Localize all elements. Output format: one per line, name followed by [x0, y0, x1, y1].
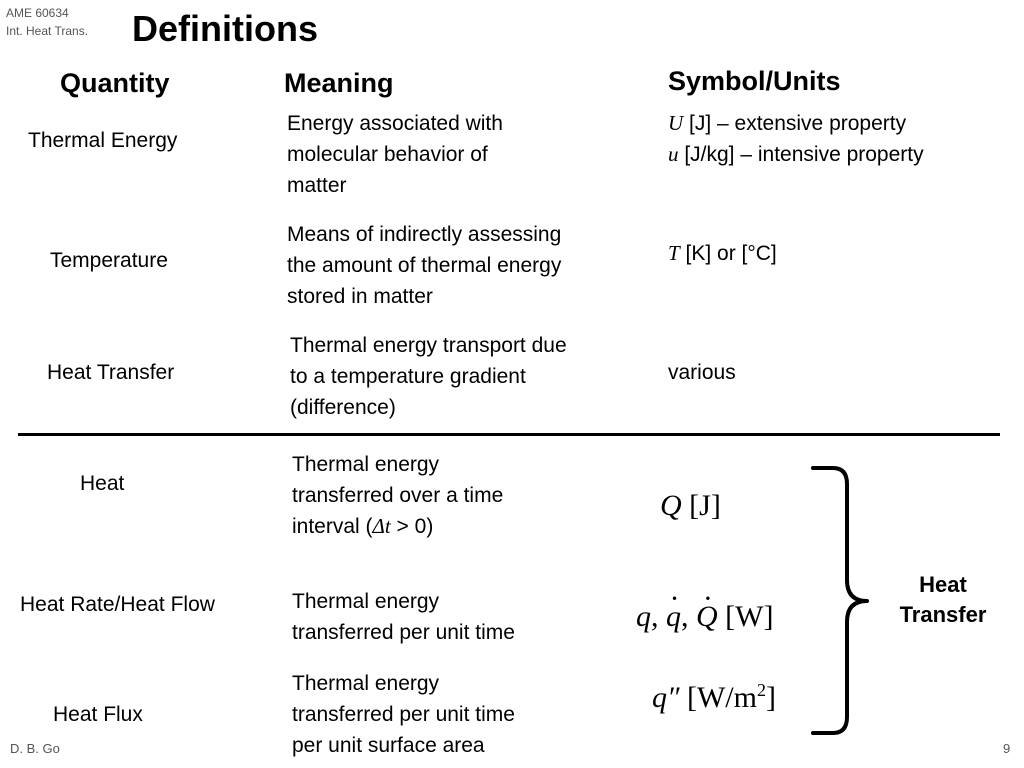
symbol-separator: , [651, 600, 659, 633]
right-brace [811, 466, 869, 735]
quantity-heat-transfer: Heat Transfer [47, 361, 175, 384]
symbol-heat: Q [J] [660, 489, 721, 523]
column-header-quantity: Quantity [60, 68, 170, 98]
symbol-heat-transfer: various [668, 361, 736, 384]
symbol-separator: , [681, 600, 689, 633]
symbol-units: [K] or [°C] [679, 242, 777, 265]
meaning-line: Thermal energy [292, 453, 440, 476]
symbol-var: U [668, 111, 684, 135]
symbol-var: q″ [652, 681, 680, 714]
section-divider [18, 433, 1000, 436]
meaning-line: transferred per unit time [292, 703, 515, 726]
meaning-heat-rate: Thermal energy transferred per unit time [292, 586, 515, 648]
symbol-line: u [J/kg] – intensive property [668, 139, 924, 170]
meaning-line: transferred per unit time [292, 621, 515, 644]
meaning-temperature: Means of indirectly assessing the amount… [287, 219, 561, 312]
meaning-line: interval (Δt > 0) [292, 511, 503, 542]
meaning-line: matter [287, 174, 347, 197]
quantity-temperature: Temperature [50, 249, 168, 272]
symbol-var-dot: q [666, 600, 681, 634]
page-number: 9 [1003, 741, 1011, 756]
symbol-heat-rate: q, q, Q [W] [636, 600, 773, 634]
quantity-heat: Heat [80, 472, 125, 495]
meaning-line: stored in matter [287, 285, 433, 308]
meaning-line: (difference) [290, 396, 396, 419]
symbol-temperature: T [K] or [°C] [668, 238, 777, 269]
symbol-var: Q [660, 489, 682, 522]
brace-label-line: Transfer [899, 602, 987, 627]
symbol-units: [J] [689, 489, 721, 522]
course-name: Int. Heat Trans. [6, 24, 89, 38]
symbol-var: u [668, 142, 679, 166]
meaning-line: molecular behavior of [287, 143, 488, 166]
symbol-var: T [668, 241, 680, 265]
symbol-units: [W] [725, 600, 774, 633]
meaning-line: per unit surface area [292, 734, 485, 757]
column-header-meaning: Meaning [284, 68, 394, 98]
unit-exponent: 2 [756, 680, 766, 700]
unit-base: [W/m [687, 681, 757, 714]
meaning-line: Thermal energy [292, 590, 440, 613]
meaning-line: Thermal energy transport due [290, 334, 567, 357]
symbol-thermal-energy: U [J] – extensive property u [J/kg] – in… [668, 108, 924, 170]
meaning-line: Thermal energy [292, 672, 440, 695]
meaning-text: interval ( [292, 515, 373, 538]
delta-t-symbol: Δt [372, 514, 391, 538]
meaning-line: Means of indirectly assessing [287, 223, 562, 246]
symbol-var-dot: Q [696, 600, 718, 634]
meaning-heat-flux: Thermal energy transferred per unit time… [292, 668, 515, 761]
quantity-heat-flux: Heat Flux [53, 703, 143, 726]
heat-transfer-brace-label: Heat Transfer [888, 570, 998, 630]
quantity-heat-rate: Heat Rate/Heat Flow [20, 593, 215, 616]
meaning-text: > 0) [390, 515, 434, 538]
meaning-heat: Thermal energy transferred over a time i… [292, 449, 503, 542]
symbol-units: [J/kg] – intensive property [678, 143, 924, 166]
unit-close: ] [765, 681, 776, 714]
slide-title: Definitions [132, 8, 318, 49]
meaning-line: transferred over a time [292, 484, 504, 507]
footer-author: D. B. Go [10, 741, 60, 756]
quantity-thermal-energy: Thermal Energy [28, 129, 178, 152]
symbol-heat-flux: q″ [W/m2] [652, 680, 776, 715]
brace-label-line: Heat [919, 572, 967, 597]
symbol-units: [W/m2] [687, 680, 776, 714]
meaning-heat-transfer: Thermal energy transport due to a temper… [290, 330, 567, 423]
meaning-line: Energy associated with [287, 112, 503, 135]
symbol-line: U [J] – extensive property [668, 108, 924, 139]
meaning-line: to a temperature gradient [290, 365, 526, 388]
course-label: AME 60634 Int. Heat Trans. [6, 4, 88, 40]
course-code: AME 60634 [6, 6, 69, 20]
symbol-var: q [636, 600, 651, 633]
meaning-thermal-energy: Energy associated with molecular behavio… [287, 108, 503, 201]
column-header-symbol: Symbol/Units [668, 66, 841, 96]
meaning-line: the amount of thermal energy [287, 254, 562, 277]
symbol-units: [J] – extensive property [683, 112, 907, 135]
